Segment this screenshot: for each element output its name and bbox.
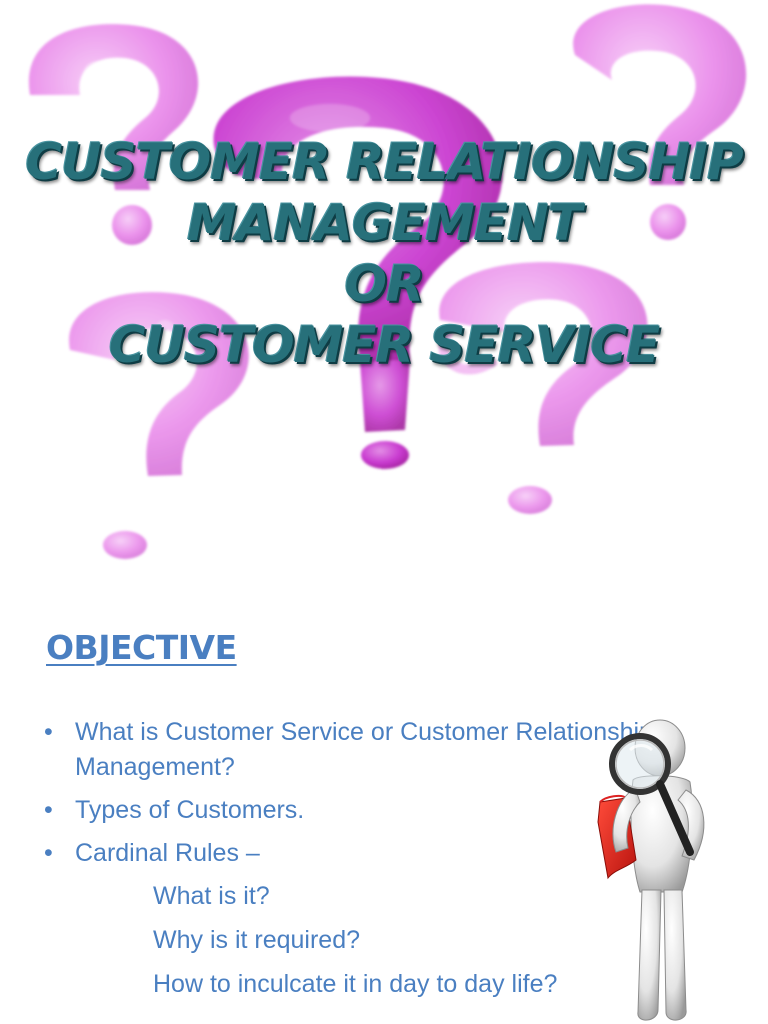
- question-mark-icon: [573, 4, 747, 240]
- list-item-text: Cardinal Rules –: [75, 839, 260, 867]
- sub-list-item-text: What is it?: [153, 882, 270, 910]
- question-mark-icon: [438, 262, 648, 514]
- title-line-2: MANAGEMENT: [186, 194, 582, 252]
- objective-heading: OBJECTIVE: [46, 628, 237, 667]
- person-figure-icon: [597, 719, 705, 1021]
- question-marks-background: [28, 4, 747, 559]
- slide-title: CUSTOMER RELATIONSHIP MANAGEMENT OR CUST…: [0, 132, 768, 376]
- magnifying-glass-icon: [609, 733, 694, 856]
- list-item: Types of Customers.: [44, 793, 664, 828]
- title-line-4: CUSTOMER SERVICE: [108, 316, 661, 374]
- list-item: Cardinal Rules –: [44, 836, 664, 871]
- title-line-3: OR: [344, 255, 424, 313]
- list-item: What is Customer Service or Customer Rel…: [44, 715, 664, 785]
- objective-list: What is Customer Service or Customer Rel…: [44, 715, 664, 1011]
- question-mark-icon: [28, 24, 199, 245]
- list-item-text: Types of Customers.: [75, 796, 305, 824]
- question-mark-icon: [69, 292, 249, 559]
- sub-list-item: Why is it required?: [44, 923, 664, 958]
- question-mark-icon: [213, 76, 503, 469]
- sub-list-item-text: How to inculcate it in day to day life?: [153, 970, 558, 998]
- sub-list-item: What is it?: [44, 879, 664, 914]
- list-item-text: What is Customer Service or Customer Rel…: [75, 718, 653, 781]
- title-line-1: CUSTOMER RELATIONSHIP: [25, 133, 743, 191]
- sub-list-item-text: Why is it required?: [153, 926, 361, 954]
- sub-list-item: How to inculcate it in day to day life?: [44, 967, 664, 1002]
- title-slide: CUSTOMER RELATIONSHIP MANAGEMENT OR CUST…: [0, 4, 768, 559]
- objective-slide: OBJECTIVE What is Customer Service or Cu…: [0, 590, 768, 1024]
